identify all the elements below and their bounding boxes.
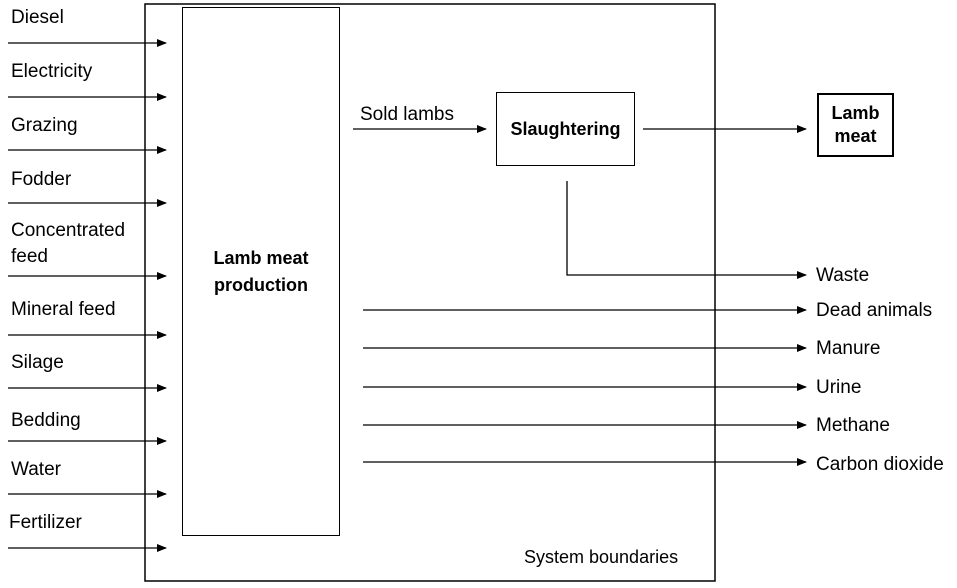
- input-label-bedding: Bedding: [11, 410, 81, 431]
- output-label-carbon-dioxide: Carbon dioxide: [816, 454, 944, 475]
- input-label-electricity: Electricity: [11, 61, 93, 82]
- input-label-water: Water: [11, 459, 61, 480]
- input-label-fertilizer: Fertilizer: [9, 512, 82, 533]
- output-label-manure: Manure: [816, 338, 881, 359]
- lamb-meat-production-label: Lamb meat production: [213, 248, 309, 295]
- lamb-meat-production-box: Lamb meat production: [182, 7, 340, 536]
- system-boundaries-label: System boundaries: [524, 547, 679, 567]
- sold-lambs-label: Sold lambs: [360, 104, 454, 125]
- output-label-methane: Methane: [816, 415, 890, 436]
- slaughtering-box: Slaughtering: [496, 92, 635, 166]
- input-label-diesel: Diesel: [11, 7, 64, 28]
- input-label-grazing: Grazing: [11, 115, 78, 136]
- input-label-silage: Silage: [11, 352, 64, 373]
- system-boundary-box: [144, 3, 716, 582]
- lamb-meat-product-box: Lamb meat: [817, 93, 894, 157]
- waste-arrow: [566, 181, 807, 279]
- slaughtering-label: Slaughtering: [510, 118, 621, 139]
- output-label-dead-animals: Dead animals: [816, 300, 933, 321]
- input-label-fodder: Fodder: [11, 169, 72, 190]
- output-label-waste: Waste: [816, 265, 870, 286]
- input-label-concentrated-feed: Concentrated feed: [11, 220, 126, 267]
- input-label-mineral-feed: Mineral feed: [11, 299, 116, 320]
- lamb-meat-product-label: Lamb meat: [831, 102, 880, 146]
- output-label-urine: Urine: [816, 377, 862, 398]
